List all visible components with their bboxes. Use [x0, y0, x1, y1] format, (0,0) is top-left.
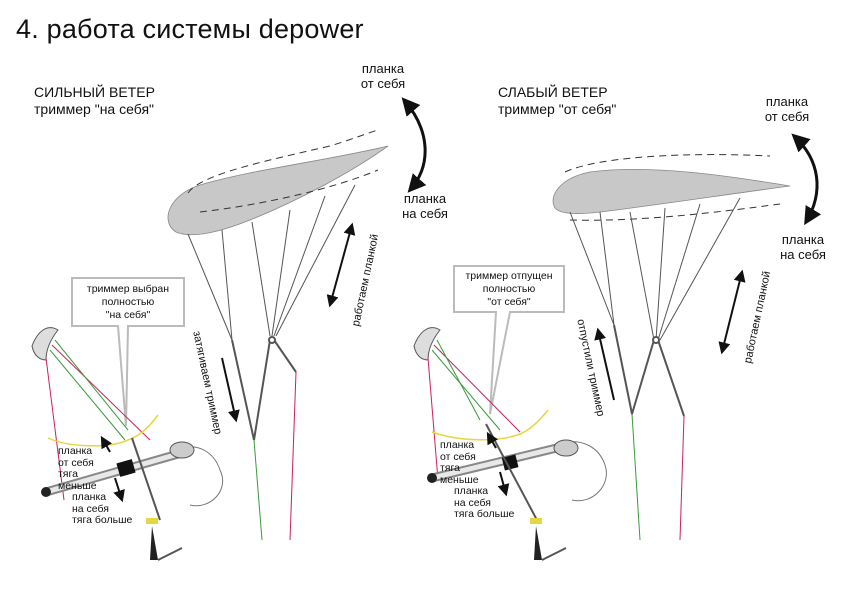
right-bar-arrow	[718, 269, 746, 355]
right-wing-profile	[552, 169, 791, 215]
left-wing-dashed	[187, 129, 379, 213]
left-heading-line1: СИЛЬНЫЙ ВЕТЕР	[34, 84, 155, 100]
left-trim-arrow	[221, 357, 240, 423]
right-depower-pulleys	[613, 324, 685, 417]
left-heading-line2: триммер "на себя"	[34, 101, 154, 117]
left-back-line	[289, 371, 297, 541]
right-small-kite	[413, 327, 441, 361]
left-bar-arrow	[326, 222, 356, 308]
right-callout-bubble	[453, 265, 565, 415]
right-back-line	[679, 415, 685, 541]
right-panel	[413, 133, 822, 561]
right-heading-line2: триммер "от себя"	[498, 101, 617, 117]
page-title: 4. работа системы depower	[16, 14, 364, 44]
left-front-line	[253, 439, 263, 541]
right-front-line	[631, 413, 641, 541]
right-curved-arrow	[791, 133, 822, 226]
left-panel	[31, 97, 427, 561]
left-control-bar	[41, 437, 224, 561]
right-bridle-lines	[569, 197, 741, 341]
left-callout-bubble	[71, 277, 185, 427]
right-trim-arrow	[594, 327, 615, 401]
right-heading-line1: СЛАБЫЙ ВЕТЕР	[498, 84, 608, 100]
left-curved-arrow	[401, 97, 427, 193]
left-wing-profile	[167, 145, 389, 236]
left-bridle-lines	[187, 184, 356, 341]
right-wing-dashed	[564, 154, 781, 221]
left-depower-pulleys	[231, 336, 297, 441]
left-small-kite	[31, 327, 59, 361]
